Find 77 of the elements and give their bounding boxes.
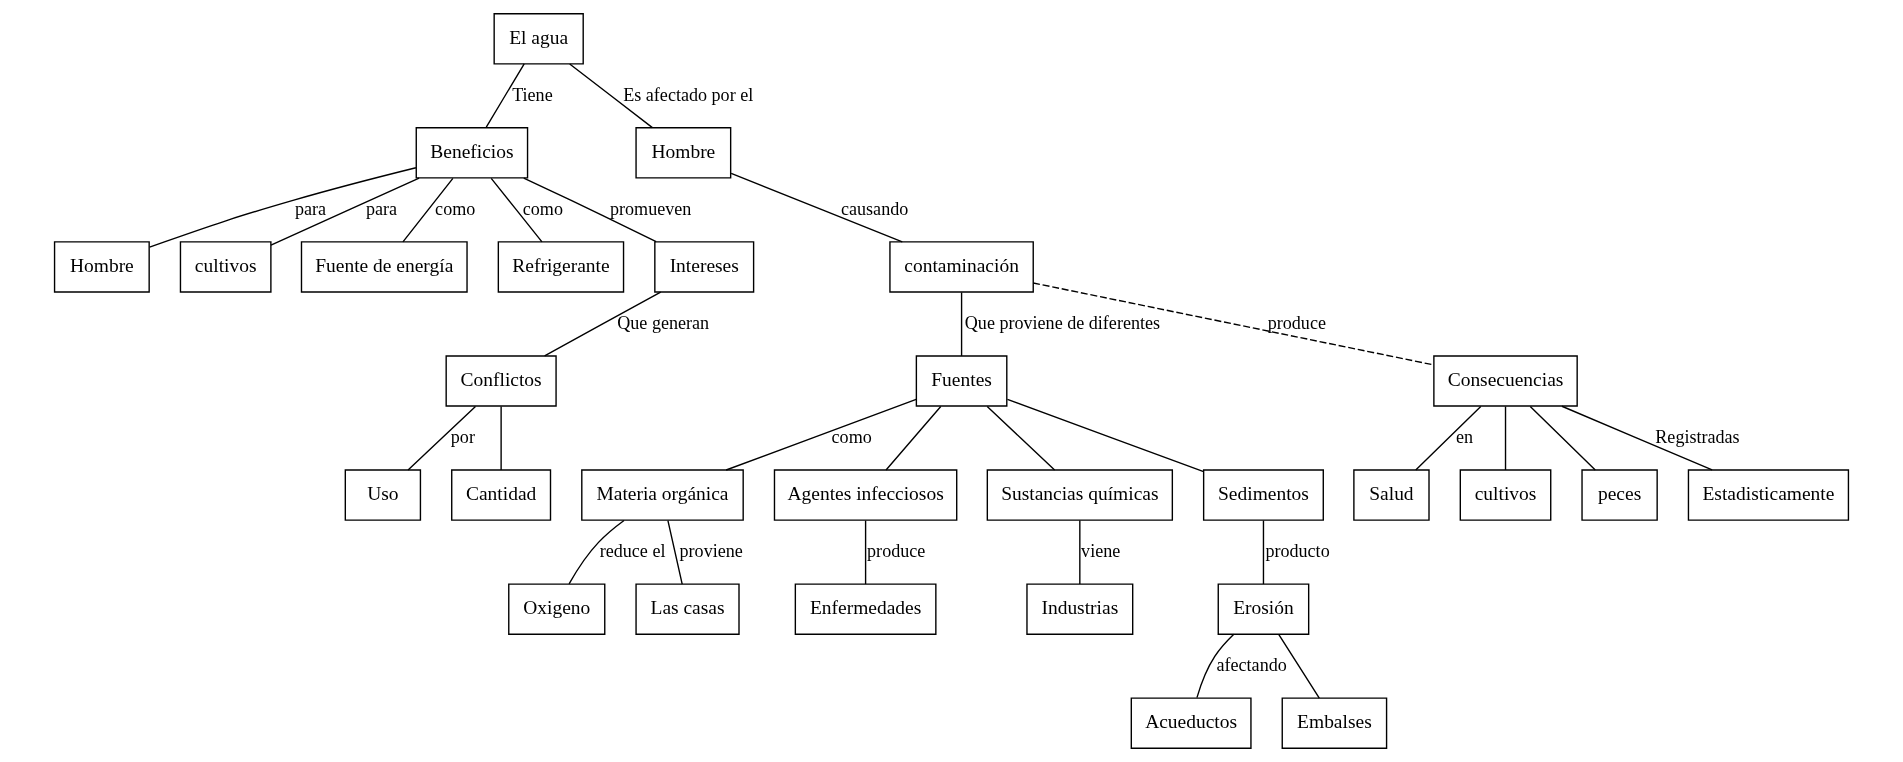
connector (568, 519, 625, 585)
connector (885, 405, 942, 471)
edge-label: Que generan (617, 312, 710, 333)
connector (1079, 519, 1081, 585)
node-box: Las casas (635, 583, 740, 635)
connector (1006, 398, 1205, 473)
edge-label: afectando (1216, 654, 1287, 675)
connector (402, 177, 454, 243)
edge-label: viene (1081, 540, 1121, 561)
node-box: peces (1581, 469, 1658, 521)
edge-label: Tiene (512, 84, 553, 105)
connector (148, 167, 417, 248)
node-box: Fuente de energía (300, 241, 468, 293)
node-box: cultivos (1459, 469, 1552, 521)
connector (986, 405, 1056, 471)
node-box: Estadisticamente (1687, 469, 1850, 521)
edge-label: en (1455, 426, 1474, 447)
edge-label: como (435, 198, 476, 219)
node-box: Beneficios (415, 127, 529, 179)
node-box: Sustancias químicas (986, 469, 1174, 521)
connector (667, 519, 683, 585)
node-box: cultivos (179, 241, 272, 293)
edge-label: reduce el (599, 540, 666, 561)
connector (1504, 405, 1507, 471)
edge-label: causando (841, 198, 909, 219)
node-box: Salud (1353, 469, 1430, 521)
connector (270, 177, 420, 246)
connector (543, 291, 662, 357)
node-box: Industrias (1026, 583, 1134, 635)
node-box: Materia orgánica (581, 469, 744, 521)
connector (490, 177, 543, 243)
edge-label: produce (867, 540, 926, 561)
node-box: Acueductos (1130, 697, 1252, 749)
edge-label: promueven (610, 198, 692, 219)
node-box: Sedimentos (1202, 469, 1324, 521)
node-box: Cantidad (451, 469, 552, 521)
node-box: contaminación (889, 241, 1034, 293)
connector (1196, 633, 1235, 699)
node-box: Hombre (635, 127, 732, 179)
connector (1278, 634, 1320, 699)
connector (523, 177, 657, 243)
node-box: Embalses (1281, 697, 1388, 749)
node-box: Erosión (1217, 583, 1310, 635)
edge-label: para (294, 198, 327, 219)
edge-label: como (522, 198, 563, 219)
edge-label: produce (1267, 312, 1326, 333)
edge-label: proviene (679, 540, 743, 561)
node-box: Agentes infecciosos (773, 469, 958, 521)
edge-label: para (365, 198, 398, 219)
node-box: Refrigerante (497, 241, 625, 293)
connector (864, 519, 867, 585)
connector (730, 172, 903, 243)
connector (1529, 405, 1596, 471)
connector (500, 405, 502, 471)
edge-label: producto (1265, 540, 1330, 561)
edge-label: Registradas (1655, 426, 1740, 447)
node-box: Uso (344, 469, 422, 521)
node-box: Oxigeno (508, 583, 606, 635)
node-box: Hombre (53, 241, 150, 293)
connector (1262, 519, 1265, 585)
edge-label: por (450, 426, 475, 447)
node-box: Enfermedades (794, 583, 937, 635)
connector (569, 63, 654, 129)
connector (485, 63, 525, 128)
edge-label: Es afectado por el (623, 84, 754, 105)
node-box: El agua (493, 13, 584, 65)
node-box: Consecuencias (1433, 355, 1578, 407)
connector (1561, 405, 1713, 471)
connector (960, 291, 963, 357)
connector (407, 405, 477, 471)
node-box: Fuentes (915, 355, 1008, 407)
connector (725, 398, 917, 471)
connector (1415, 405, 1482, 471)
node-box: Conflictos (445, 355, 557, 407)
edge-label: Que proviene de diferentes (964, 312, 1161, 333)
node-box: Intereses (654, 241, 755, 293)
edge-label: como (831, 426, 872, 447)
